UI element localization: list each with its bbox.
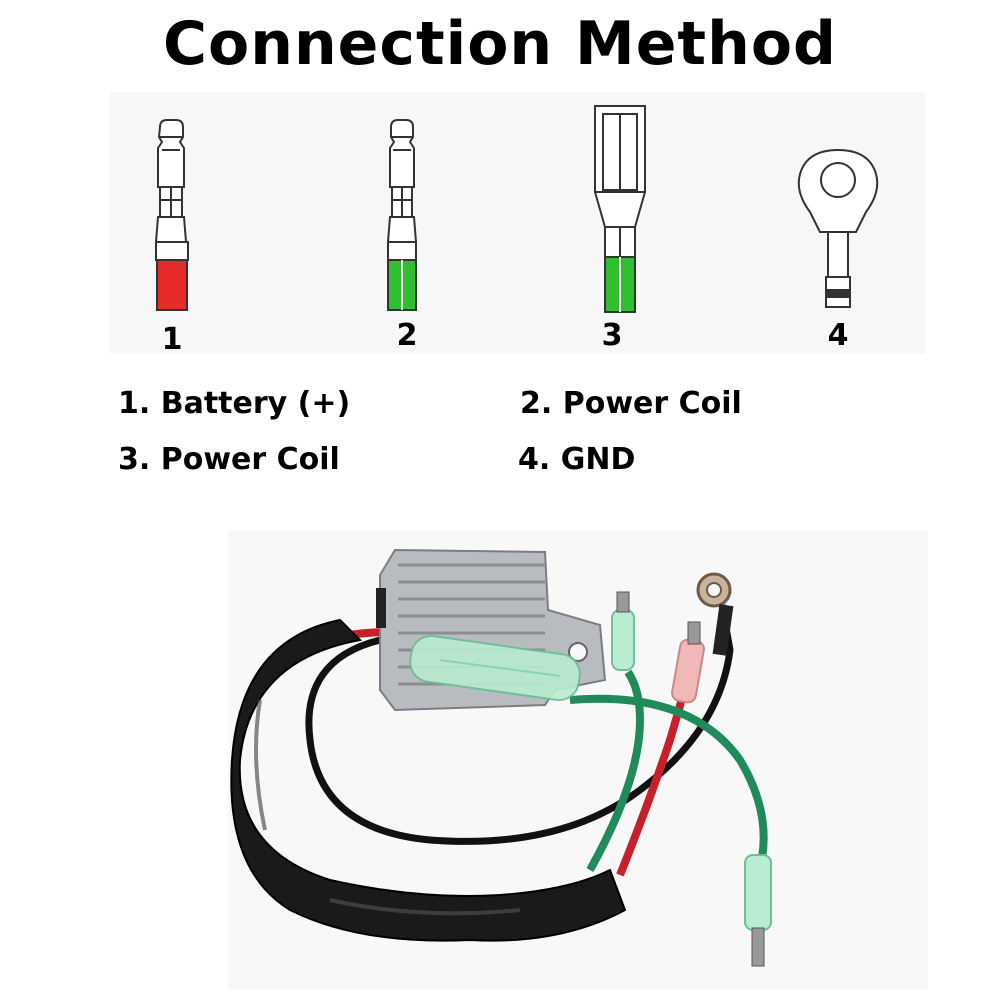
connector-1-icon — [154, 119, 189, 311]
black-wire — [305, 604, 734, 845]
connector-1-sleeve — [156, 259, 188, 311]
connector-drawings — [154, 105, 879, 313]
connector-3-number: 3 — [601, 318, 623, 353]
legend-item-1: 1. Battery (+) — [118, 386, 351, 421]
male-bullet-green-bottom — [744, 854, 772, 967]
legend-item-4: 4. GND — [518, 442, 636, 477]
harness-tube — [230, 618, 627, 942]
connector-diagram: 1 2 3 4 — [110, 92, 925, 357]
legend-item-2: 2. Power Coil — [520, 386, 742, 421]
legend-item-3: 3. Power Coil — [118, 442, 340, 477]
male-bullet-green-top — [611, 591, 635, 671]
green-wire-1 — [586, 669, 645, 872]
female-bullet-connector — [409, 634, 581, 702]
connector-2-icon — [386, 119, 418, 311]
connector-4-number: 4 — [827, 318, 849, 353]
connector-3-icon — [593, 105, 647, 313]
male-bullet-red — [671, 621, 705, 704]
page-title: Connection Method — [163, 9, 837, 79]
connector-1-number: 1 — [161, 322, 183, 357]
green-wire-2 — [569, 694, 768, 859]
connector-4-icon — [797, 148, 879, 308]
ring-terminal-gnd — [696, 572, 734, 656]
connector-2-number: 2 — [396, 318, 418, 353]
